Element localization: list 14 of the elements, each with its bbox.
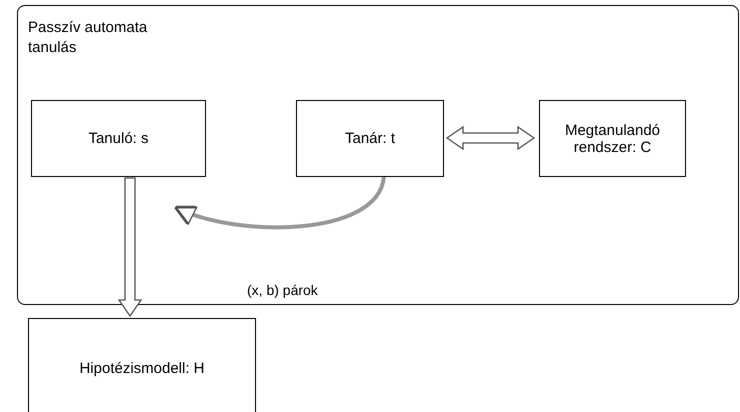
container-box: [17, 5, 739, 305]
block-arrow: [118, 177, 142, 318]
process-box: [296, 100, 444, 177]
process-box: [539, 100, 686, 177]
edge-label: (x, b) párok: [245, 282, 320, 298]
curved-arrow: [174, 176, 386, 230]
box-label: Tanár: t: [344, 130, 396, 147]
container-title: Passzív automata tanulás: [28, 18, 148, 58]
box-label: Hipotézismodell: H: [78, 360, 206, 376]
process-box: [28, 318, 256, 412]
process-box: [31, 100, 206, 177]
double-block-arrow: [446, 126, 536, 150]
box-label: Megtanulandó rendszer: C: [564, 122, 662, 156]
box-label: Tanuló: s: [87, 130, 150, 147]
